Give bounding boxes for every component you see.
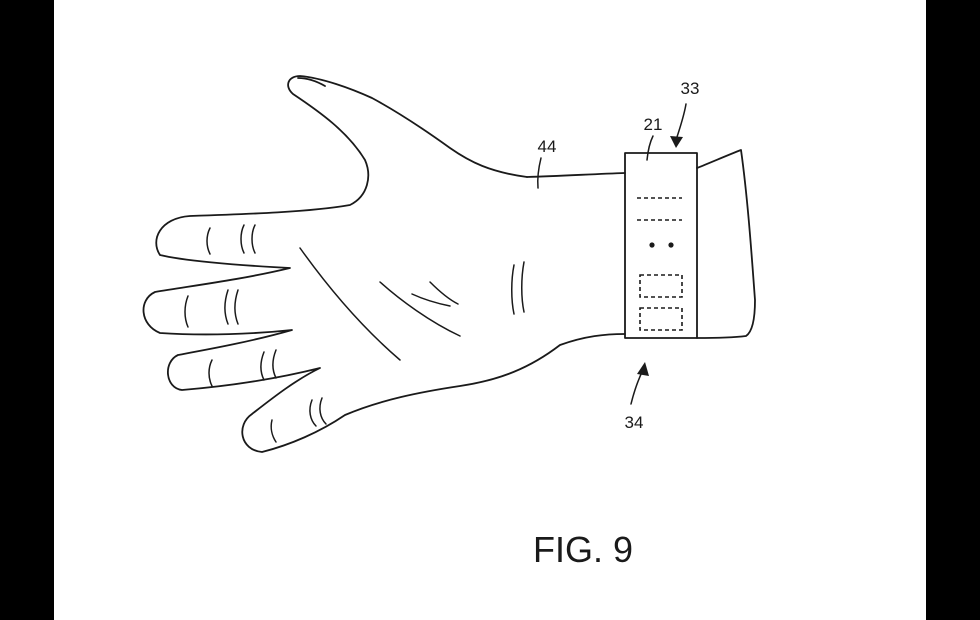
forearm-outline	[696, 149, 756, 339]
leader-lines	[537, 103, 687, 405]
module-box-2	[639, 307, 683, 331]
leader-device	[646, 135, 654, 161]
figure-caption: FIG. 9	[533, 529, 633, 570]
leader-wrist	[537, 157, 542, 189]
arrow-bottom-shaft	[630, 369, 644, 405]
ref-44: 44	[538, 137, 557, 156]
ref-33: 33	[681, 79, 700, 98]
indicator-dot-2	[668, 242, 674, 248]
ref-34: 34	[625, 413, 644, 432]
arrow-top-shaft	[675, 103, 687, 141]
indicator-dot-1	[649, 242, 655, 248]
patent-page	[54, 0, 926, 620]
arrow-top-head	[670, 136, 683, 148]
hand-outline	[142, 75, 626, 453]
hand-creases	[184, 224, 525, 443]
band-device	[624, 152, 698, 339]
ref-21: 21	[644, 115, 663, 134]
module-box-1	[639, 274, 683, 298]
band-rectangle	[624, 152, 698, 339]
arrow-bottom-head	[637, 362, 649, 376]
